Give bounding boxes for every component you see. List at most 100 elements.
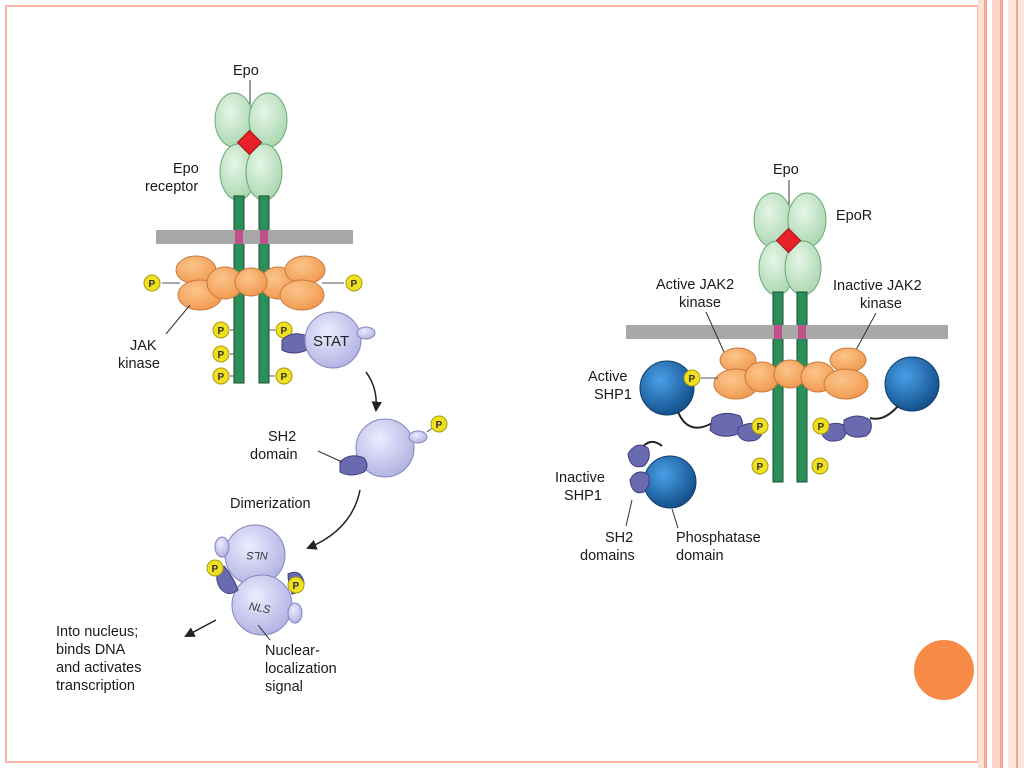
left-jak-phospho-left: P (143, 274, 161, 292)
left-nuclear-label-3: signal (265, 679, 303, 695)
left-epo-receptor-label-1: Epo (173, 161, 199, 177)
right-epo-label: Epo (773, 162, 799, 178)
phospho-mark: P (351, 279, 358, 290)
left-jak-kinase (175, 255, 326, 311)
left-stat2-body (355, 418, 415, 478)
right-inactive-shp1-label-2: SHP1 (564, 488, 602, 504)
left-stat-phosphorylated: P (339, 415, 448, 478)
right-tm-segment-1 (774, 325, 782, 339)
right-phosphatase-label-2: domain (676, 548, 724, 564)
left-arrow-2 (306, 489, 361, 550)
phospho-mark: P (281, 326, 288, 337)
phospho-mark: P (281, 372, 288, 383)
phospho-mark: P (293, 581, 300, 592)
left-sh2-label-2: domain (250, 447, 298, 463)
right-active-shp1: P P (639, 360, 769, 442)
left-epo-receptor (214, 92, 288, 384)
phospho-mark: P (818, 422, 825, 433)
right-receptor-phospho-sites: P P (751, 457, 829, 475)
phospho-mark: P (757, 462, 764, 473)
left-panel: Epo Epo receptor (56, 63, 448, 695)
right-inactive-jak-label-2: kinase (860, 296, 902, 312)
phospho-mark: P (436, 420, 443, 431)
right-epo-diamond (775, 227, 802, 254)
frame-stripe-4 (1000, 0, 1003, 768)
left-epo-receptor-label-2: receptor (145, 179, 198, 195)
left-stat-dimer: NLS NLS P P (206, 524, 305, 636)
left-sh2-label-1: SH2 (268, 429, 296, 445)
phospho-mark: P (689, 374, 696, 385)
right-jak-lobe-7 (823, 368, 869, 400)
left-stat-docked: STAT (281, 311, 376, 369)
phospho-mark: P (218, 326, 225, 337)
right-inactive-jak-label-1: Inactive JAK2 (833, 278, 922, 294)
right-panel: Epo EpoR Active JAK2 kinase Inactive JAK… (555, 162, 948, 564)
left-nucleus-label-4: transcription (56, 678, 135, 694)
right-sh2-label-2: domains (580, 548, 635, 564)
right-tm-segment-2 (798, 325, 806, 339)
left-stat-knob (356, 326, 376, 340)
left-tm-segment-2 (260, 230, 268, 244)
left-membrane (156, 230, 353, 244)
left-nucleus-label-2: binds DNA (56, 642, 126, 658)
left-jak-label-1: JAK (130, 338, 157, 354)
left-nucleus-label-1: Into nucleus; (56, 624, 138, 640)
frame-stripe-1 (978, 0, 984, 768)
right-inactive-shp1-sh2-bottom (629, 471, 650, 494)
right-active-shp1-label-2: SHP1 (594, 387, 632, 403)
left-jak-lobe-6 (279, 279, 325, 311)
right-active-shp1-label-1: Active (588, 369, 628, 385)
left-tm-segment-1 (235, 230, 243, 244)
left-receptor-phospho-sites: P P P P P (212, 321, 293, 385)
frame-stripe-3 (992, 0, 1000, 768)
right-jak2-kinases (713, 347, 869, 400)
right-shp1-receptor-bound: P (812, 356, 940, 442)
right-active-shp1-body (639, 360, 695, 416)
right-inactive-shp1-body (643, 455, 697, 509)
left-jak-label-2: kinase (118, 356, 160, 372)
phospho-mark: P (757, 422, 764, 433)
left-stat2-sh2 (339, 455, 368, 476)
left-nuclear-label-2: localization (265, 661, 337, 677)
left-nls-label-bottom: NLS (248, 601, 272, 617)
left-nls-pointer (257, 624, 271, 641)
accent-circle (914, 640, 974, 700)
right-inactive-shp1-sh2-top (627, 444, 650, 468)
right-epor-label: EpoR (836, 208, 872, 224)
left-stat-body (304, 311, 362, 369)
right-sh2-label-1: SH2 (605, 530, 633, 546)
left-stat2-knob (408, 430, 428, 444)
right-shp1-body (884, 356, 940, 412)
left-nucleus-label-3: and activates (56, 660, 141, 676)
phospho-mark: P (212, 564, 219, 575)
left-nls-label-top: NLS (246, 549, 268, 561)
right-active-jak-pointer (705, 311, 725, 353)
phospho-mark: P (218, 372, 225, 383)
left-arrow-3 (184, 619, 217, 637)
right-sh2-pointer (625, 499, 633, 527)
right-inactive-jak-pointer (855, 312, 877, 351)
left-epo-diamond (236, 129, 263, 156)
left-jak-lobe-7 (234, 267, 268, 297)
left-dimer-knob-top (214, 536, 230, 558)
slide-frame (5, 0, 1024, 768)
left-jak-phospho-right: P (345, 274, 363, 292)
right-inactive-shp1-label-1: Inactive (555, 470, 605, 486)
left-stat-label: STAT (313, 333, 349, 350)
right-active-jak-label-2: kinase (679, 295, 721, 311)
phospho-mark: P (218, 350, 225, 361)
right-membrane (626, 325, 948, 339)
right-phosphatase-label-1: Phosphatase (676, 530, 761, 546)
frame-stripe-2 (984, 0, 987, 768)
left-arrow-1 (365, 371, 382, 413)
right-epo-receptor (753, 192, 827, 483)
left-epo-label: Epo (233, 63, 259, 79)
phospho-mark: P (817, 462, 824, 473)
left-dimer-knob-bottom (287, 602, 303, 624)
right-phosphatase-pointer (671, 508, 679, 529)
phospho-mark: P (149, 279, 156, 290)
left-dimerization-label: Dimerization (230, 496, 311, 512)
right-active-jak-label-1: Active JAK2 (656, 277, 734, 293)
left-nuclear-label-1: Nuclear- (265, 643, 320, 659)
